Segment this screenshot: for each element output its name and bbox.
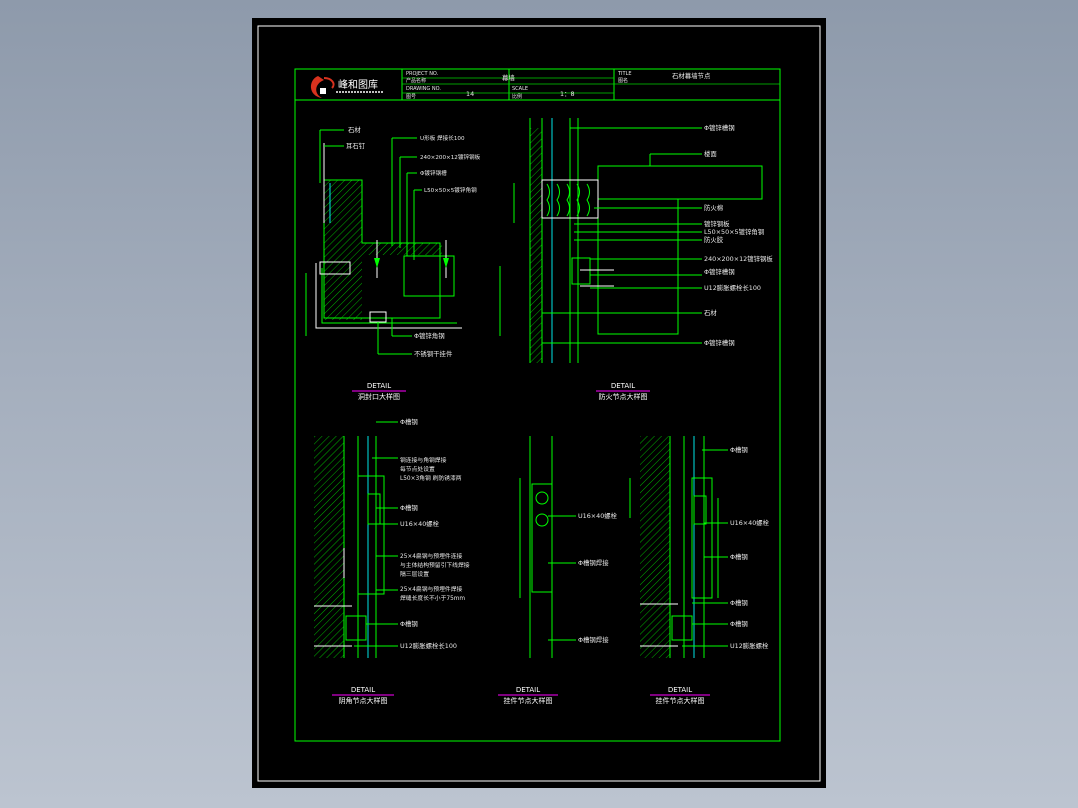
d3-label-4: Φ槽钢	[400, 503, 418, 512]
d2-label-5: 防火胶	[704, 235, 724, 244]
d4-label-1: Φ槽钢焊接	[578, 558, 609, 567]
detail-caption-1-title: DETAIL	[367, 382, 391, 390]
d3-label-11: Φ槽钢	[400, 619, 418, 628]
drawing-sub: 图号	[406, 94, 416, 100]
d3-label-1: 钢连接与角钢焊接	[400, 456, 447, 464]
d2-label-0: Φ镀锌槽钢	[704, 123, 735, 132]
d4-label-2: Φ槽钢焊接	[578, 635, 609, 644]
d1-label-1: 耳石钉	[346, 141, 366, 150]
scale-sub: 比例	[512, 93, 522, 100]
d3-label-12: U12膨胀螺栓长100	[400, 641, 457, 650]
d1-label-5: L50×50×5镀锌角钢	[424, 186, 477, 194]
d5-label-2: Φ槽钢	[730, 552, 748, 561]
d3-label-5: U16×40螺栓	[400, 519, 440, 528]
d2-label-8: U12膨胀螺栓长100	[704, 283, 761, 292]
d1-label-0: 石材	[348, 125, 361, 134]
detail-1-geometry	[305, 143, 501, 336]
detail-caption-2-title: DETAIL	[611, 382, 635, 390]
d1-label-3: 240×200×12镀锌钢板	[420, 153, 481, 161]
d3-label-8: 隔三层设置	[400, 570, 429, 578]
cad-drawing: 峰和图库 PROJECT NO. 产品名称 幕墙 DRAWING NO. 图号 …	[257, 25, 821, 782]
scale-label: SCALE	[512, 86, 528, 92]
drawing-sheet: 峰和图库 PROJECT NO. 产品名称 幕墙 DRAWING NO. 图号 …	[252, 18, 826, 788]
detail-caption-3-title: DETAIL	[351, 686, 375, 694]
d3-label-7: 与主体结构预留引下线焊接	[400, 561, 470, 569]
inner-frame	[294, 68, 781, 742]
d1-label-4: Φ镀锌钢槽	[420, 169, 447, 177]
drawing-value: 14	[466, 90, 474, 98]
d1-label-6: Φ镀锌角钢	[414, 331, 445, 340]
detail-caption-2-subtitle: 防火节点大样图	[599, 392, 648, 401]
detail-3-geometry	[314, 436, 385, 658]
detail-caption-1-subtitle: 洞封口大样图	[358, 392, 400, 401]
title-value: 石材幕墙节点	[672, 71, 711, 80]
detail-caption-2: DETAIL 防火节点大样图	[596, 382, 650, 401]
project-label: PROJECT NO.	[406, 71, 439, 77]
project-value: 幕墙	[502, 73, 515, 82]
d5-label-4: Φ槽钢	[730, 619, 748, 628]
d4-label-0: U16×40螺栓	[578, 511, 618, 520]
d2-label-7: Φ镀锌槽钢	[704, 267, 735, 276]
detail-4-leaders	[548, 515, 576, 641]
detail-5-leaders	[682, 449, 728, 647]
project-sub: 产品名称	[406, 77, 426, 84]
title-label: TITLE	[617, 71, 632, 77]
d3-label-3: L50×3角钢 刷防锈漆两	[400, 474, 462, 482]
detail-caption-3: DETAIL 阴角节点大样图	[332, 686, 394, 705]
d3-label-6: 25×4扁钢与预埋件连接	[400, 552, 462, 560]
d2-label-9: 石材	[704, 308, 717, 317]
d3-label-9: 25×4扁钢与预埋件焊接	[400, 585, 462, 593]
d2-label-3: 镀锌钢板	[704, 219, 730, 228]
d2-label-10: Φ镀锌槽钢	[704, 338, 735, 347]
d1-label-2: U形板 焊接长100	[420, 134, 465, 142]
detail-2-leaders	[542, 127, 702, 344]
detail-caption-1: DETAIL 洞封口大样图	[352, 382, 406, 401]
d3-label-2: 每节点处设置	[400, 465, 435, 473]
d2-label-4: L50×50×5镀锌角钢	[704, 227, 764, 236]
d3-label-10: 焊缝长度长不小于75mm	[400, 594, 465, 602]
detail-caption-4: DETAIL 挂件节点大样图	[498, 686, 558, 705]
title-block	[295, 69, 780, 101]
d5-label-3: Φ槽钢	[730, 598, 748, 607]
d1-label-7: 不锈钢干挂件	[414, 349, 453, 358]
d5-label-0: Φ槽钢	[730, 445, 748, 454]
d5-label-5: U12膨胀螺栓	[730, 641, 769, 650]
detail-3-leaders	[354, 421, 398, 647]
d2-label-6: 240×200×12镀锌钢板	[704, 254, 773, 263]
title-sub: 图名	[618, 77, 628, 84]
outer-frame	[257, 25, 821, 782]
detail-1-leaders	[319, 129, 422, 355]
drawing-label: DRAWING NO.	[406, 86, 441, 92]
detail-caption-4-subtitle: 挂件节点大样图	[504, 696, 553, 705]
d5-label-1: U16×40螺栓	[730, 518, 770, 527]
scale-value: 1：8	[560, 90, 575, 98]
detail-2-geometry	[513, 118, 763, 363]
detail-caption-5-title: DETAIL	[668, 686, 692, 694]
detail-caption-5: DETAIL 挂件节点大样图	[650, 686, 710, 705]
d2-label-1: 楼面	[704, 149, 717, 158]
detail-caption-3-subtitle: 阴角节点大样图	[339, 696, 388, 705]
detail-4-geometry	[519, 436, 553, 658]
detail-caption-4-title: DETAIL	[516, 686, 540, 694]
logo-text: 峰和图库	[338, 78, 378, 91]
d2-label-2: 防火棉	[704, 203, 723, 212]
detail-caption-5-subtitle: 挂件节点大样图	[656, 696, 705, 705]
d3-label-0: Φ槽钢	[400, 417, 418, 426]
logo: 峰和图库	[310, 76, 384, 98]
detail-5-geometry	[629, 436, 719, 658]
